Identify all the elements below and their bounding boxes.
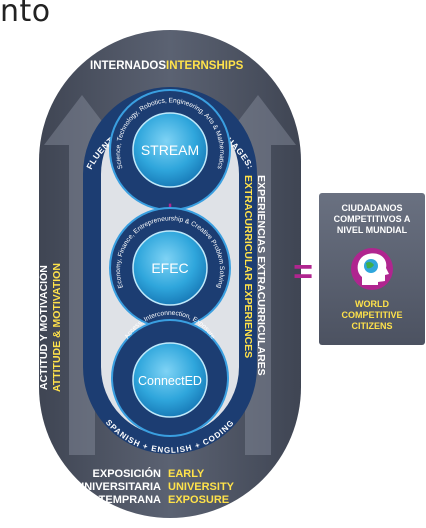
equals-sign: = <box>293 253 313 291</box>
bottom-es-line-2: UNIVERSITARIA <box>76 481 161 493</box>
efec-label: EFEC <box>151 260 188 276</box>
left-label-en: ATTITUDE & MOTIVATION <box>51 263 63 392</box>
bottom-es-line-1: EXPOSICIÓN <box>93 467 162 480</box>
left-label-es: ACTITUD Y MOTIVACIÓN <box>37 265 50 390</box>
result-es-text: CIUDADANOS COMPETITIVOS A NIVEL MUNDIAL <box>334 203 411 235</box>
bottom-en-line-1: EARLY <box>168 468 205 480</box>
page-title-fragment: nto <box>0 0 51 29</box>
efec-circle <box>132 230 208 306</box>
right-label-en: EXTRACURRICULAR EXPERIENCES <box>242 175 254 358</box>
head-globe-icon <box>357 253 389 285</box>
connected-label: ConnectED <box>138 374 202 388</box>
stream-circle <box>132 112 208 188</box>
up-arrow-right-icon <box>220 95 296 455</box>
result-en-line-2: COMPETITIVE <box>341 310 402 320</box>
bottom-label-es: EXPOSICIÓN UNIVERSITARIA TEMPRANA <box>76 467 161 506</box>
top-label-en: INTERNSHIPS <box>166 60 244 72</box>
top-label-es: INTERNADOS <box>90 60 166 72</box>
bottom-label-en: EARLY UNIVERSITY EXPOSURE <box>168 468 235 506</box>
connected-circle <box>132 342 208 418</box>
result-es-line-2: COMPETITIVOS A <box>334 214 411 224</box>
result-es-line-3: NIVEL MUNDIAL <box>337 225 408 235</box>
bottom-en-line-3: EXPOSURE <box>168 494 229 506</box>
result-es-line-1: CIUDADANOS <box>341 203 402 213</box>
result-en-line-1: WORLD <box>355 299 389 309</box>
stream-label: STREAM <box>141 142 199 158</box>
bottom-es-line-3: TEMPRANA <box>99 494 161 506</box>
up-arrow-left-icon <box>44 95 120 455</box>
right-label-es: EXPERIENCIAS EXTRACURRICULARES <box>255 175 267 376</box>
bottom-en-line-2: UNIVERSITY <box>168 481 235 493</box>
result-en-text: WORLD COMPETITIVE CITIZENS <box>341 299 402 331</box>
result-en-line-3: CITIZENS <box>351 321 392 331</box>
